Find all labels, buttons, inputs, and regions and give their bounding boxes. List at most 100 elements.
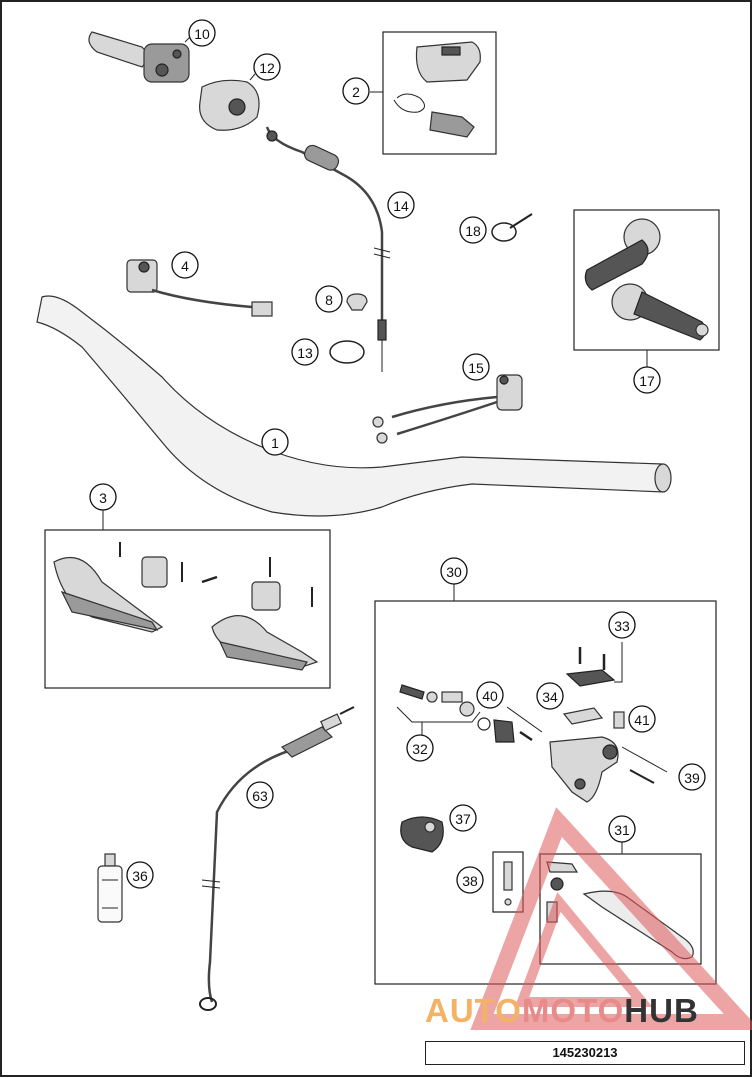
callout-8: 8 bbox=[315, 285, 343, 313]
callout-label: 15 bbox=[468, 360, 484, 376]
part-38-frame bbox=[492, 851, 524, 913]
callout-14: 14 bbox=[387, 191, 415, 219]
callout-10: 10 bbox=[188, 19, 216, 47]
part-14-throttle-cable bbox=[265, 126, 391, 372]
callout-label: 18 bbox=[465, 223, 481, 239]
callout-30: 30 bbox=[440, 557, 468, 585]
callout-32: 32 bbox=[406, 734, 434, 762]
part-3-frame bbox=[44, 529, 331, 689]
part-2-switch-housing bbox=[393, 41, 481, 138]
callout-circle bbox=[188, 19, 216, 47]
callout-label: 34 bbox=[542, 689, 558, 705]
part-12-throttle-cover bbox=[199, 79, 260, 131]
callout-circle bbox=[476, 681, 504, 709]
callout-63: 63 bbox=[246, 781, 274, 809]
callout-circle bbox=[440, 557, 468, 585]
callout-40: 40 bbox=[476, 681, 504, 709]
callout-label: 14 bbox=[393, 198, 409, 214]
document-number: 145230213 bbox=[425, 1041, 745, 1065]
callout-circle bbox=[342, 77, 370, 105]
part-15-start-switch bbox=[372, 374, 523, 444]
callout-circle bbox=[387, 191, 415, 219]
callout-label: 12 bbox=[259, 60, 275, 76]
callout-12: 12 bbox=[253, 53, 281, 81]
part-18-cable-tie bbox=[491, 213, 533, 242]
callout-circle bbox=[459, 216, 487, 244]
part-34-diaphragm bbox=[562, 707, 604, 725]
callout-circle bbox=[253, 53, 281, 81]
callout-label: 31 bbox=[614, 822, 630, 838]
watermark-text: AUTOMOTOHUB bbox=[425, 992, 745, 1032]
part-37-guard bbox=[400, 816, 444, 853]
part-63-brake-line bbox=[199, 706, 355, 1011]
part-3-handguards bbox=[53, 542, 319, 671]
part-39-pins bbox=[621, 746, 668, 784]
callout-33: 33 bbox=[608, 611, 636, 639]
callout-circle bbox=[628, 705, 656, 733]
callout-label: 1 bbox=[271, 435, 279, 451]
callout-4: 4 bbox=[171, 251, 199, 279]
callout-circle bbox=[462, 353, 490, 381]
callout-label: 33 bbox=[614, 618, 630, 634]
callout-label: 38 bbox=[462, 873, 478, 889]
part-17-handlebar-grips bbox=[584, 218, 709, 341]
part-38-bolt bbox=[503, 861, 513, 906]
master-cylinder-body bbox=[549, 736, 619, 803]
callout-circle bbox=[171, 251, 199, 279]
callout-18: 18 bbox=[459, 216, 487, 244]
watermark-part-moto: MOTO bbox=[521, 992, 625, 1029]
callout-label: 63 bbox=[252, 788, 268, 804]
callout-circle bbox=[246, 781, 274, 809]
callout-37: 37 bbox=[449, 804, 477, 832]
watermark-part-auto: AUTO bbox=[425, 992, 522, 1029]
callout-label: 40 bbox=[482, 688, 498, 704]
part-10-throttle-grip bbox=[88, 31, 190, 83]
callout-36: 36 bbox=[126, 861, 154, 889]
callout-17: 17 bbox=[633, 366, 661, 394]
callout-circle bbox=[261, 428, 289, 456]
callout-circle bbox=[536, 682, 564, 710]
callout-label: 30 bbox=[446, 564, 462, 580]
part-2-frame bbox=[382, 31, 497, 155]
callout-label: 10 bbox=[194, 26, 210, 42]
callout-circle bbox=[456, 866, 484, 894]
callout-34: 34 bbox=[536, 682, 564, 710]
callout-label: 41 bbox=[634, 712, 650, 728]
watermark-logo-icon bbox=[470, 807, 752, 1030]
callout-1: 1 bbox=[261, 428, 289, 456]
callout-label: 37 bbox=[455, 811, 471, 827]
callout-circle bbox=[89, 483, 117, 511]
callout-38: 38 bbox=[456, 866, 484, 894]
callout-circle bbox=[291, 338, 319, 366]
part-33-screws bbox=[565, 642, 623, 687]
part-36-oil-bottle bbox=[97, 853, 123, 923]
callout-circle bbox=[633, 366, 661, 394]
callout-41: 41 bbox=[628, 705, 656, 733]
callout-3: 3 bbox=[89, 483, 117, 511]
part-13-o-ring bbox=[329, 340, 365, 364]
callout-circle bbox=[608, 611, 636, 639]
part-41-sleeve bbox=[613, 711, 625, 729]
part-30-frame bbox=[374, 600, 717, 985]
callout-label: 39 bbox=[684, 770, 700, 786]
part-32-piston-kit bbox=[396, 684, 481, 723]
callout-circle bbox=[608, 815, 636, 843]
callout-label: 3 bbox=[99, 490, 107, 506]
callout-circle bbox=[315, 285, 343, 313]
callout-label: 32 bbox=[412, 741, 428, 757]
part-4-switch bbox=[126, 259, 273, 317]
callout-label: 2 bbox=[352, 84, 360, 100]
callout-label: 36 bbox=[132, 868, 148, 884]
callout-13: 13 bbox=[291, 338, 319, 366]
callout-15: 15 bbox=[462, 353, 490, 381]
callout-39: 39 bbox=[678, 763, 706, 791]
callout-31: 31 bbox=[608, 815, 636, 843]
callout-label: 8 bbox=[325, 292, 333, 308]
watermark-part-hub: HUB bbox=[624, 992, 699, 1029]
callout-circle bbox=[406, 734, 434, 762]
callout-circle bbox=[126, 861, 154, 889]
part-8-clip bbox=[346, 293, 368, 311]
